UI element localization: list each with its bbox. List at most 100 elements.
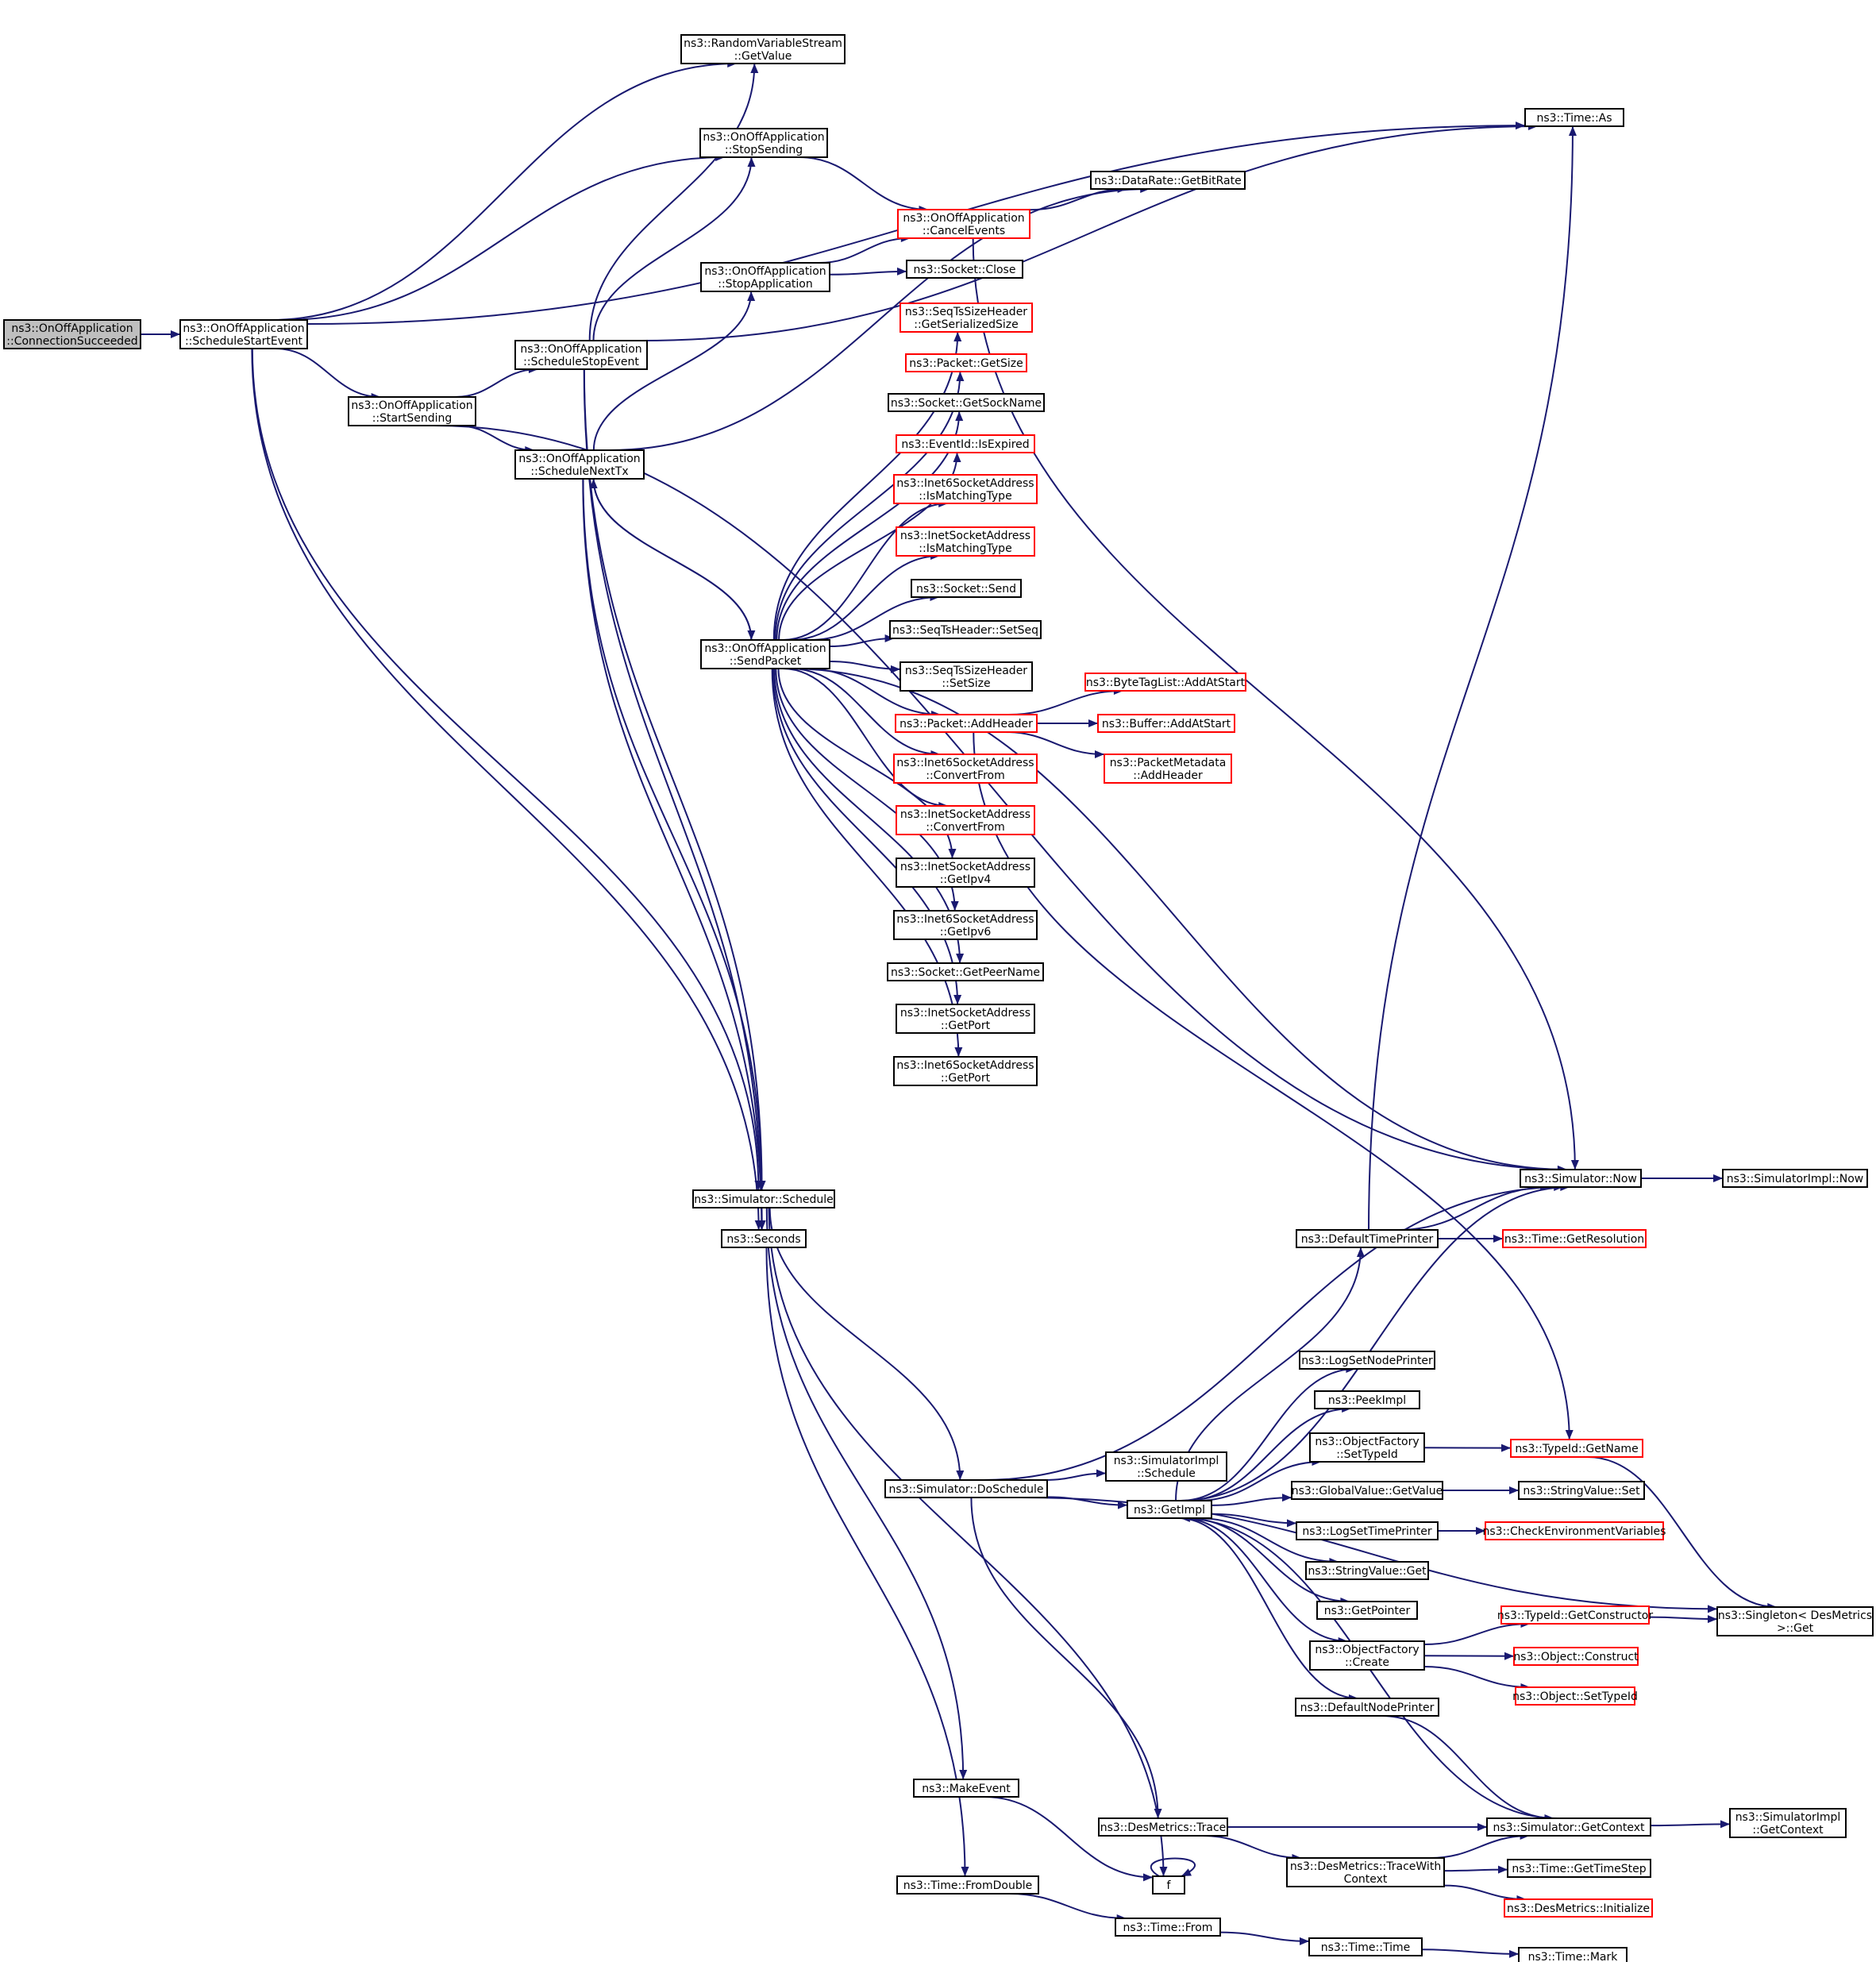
node-cev[interactable]: ns3::CheckEnvironmentVariables — [1483, 1521, 1666, 1540]
node-objsti[interactable]: ns3::Object::SetTypeId — [1512, 1686, 1638, 1706]
node-box — [1308, 1937, 1423, 1956]
node-label-line: ns3::Simulator::Now — [1524, 1173, 1637, 1185]
node-dnp[interactable]: ns3::DefaultNodePrinter — [1295, 1698, 1439, 1717]
node-gvget[interactable]: ns3::GlobalValue::GetValue — [1291, 1481, 1443, 1500]
node-ipv6[interactable]: ns3::Inet6SocketAddress::GetIpv6 — [893, 910, 1038, 940]
node-label-line: ::ScheduleStartEvent — [185, 335, 303, 348]
node-box — [896, 858, 1035, 888]
arrowhead-simsched-to-dosched — [956, 1471, 965, 1480]
node-label-line: ns3::StringValue::Get — [1308, 1565, 1427, 1578]
node-getbitrate[interactable]: ns3::DataRate::GetBitRate — [1090, 171, 1246, 190]
edge-sstop-to-simsched — [583, 368, 763, 1191]
node-ofsti[interactable]: ns3::ObjectFactory::SetTypeId — [1309, 1432, 1425, 1463]
node-simimplnow[interactable]: ns3::SimulatorImpl::Now — [1722, 1169, 1868, 1188]
edge-getimpl-to-lsnp — [1181, 1368, 1356, 1501]
node-sqss[interactable]: ns3::SeqTsSizeHeader::SetSize — [899, 661, 1033, 692]
node-box — [179, 319, 308, 349]
node-ipv4[interactable]: ns3::InetSocketAddress::GetIpv4 — [896, 858, 1035, 888]
node-simimplgetctx[interactable]: ns3::SimulatorImpl::GetContext — [1729, 1808, 1847, 1838]
node-ofcreate[interactable]: ns3::ObjectFactory::Create — [1309, 1640, 1425, 1671]
node-tigc[interactable]: ns3::TypeId::GetConstructor — [1497, 1605, 1653, 1625]
node-i6port[interactable]: ns3::Inet6SocketAddress::GetPort — [893, 1056, 1038, 1086]
arrowhead-timefrom-to-timetime — [1300, 1937, 1309, 1945]
node-box — [888, 393, 1045, 412]
edge-sendpkt-to-simnow — [788, 668, 1567, 1170]
node-iport[interactable]: ns3::InetSocketAddress::GetPort — [896, 1004, 1035, 1034]
node-sqgss[interactable]: ns3::SeqTsSizeHeader::GetSerializedSize — [899, 303, 1033, 333]
node-lstp[interactable]: ns3::LogSetTimePrinter — [1296, 1521, 1439, 1540]
node-tiname[interactable]: ns3::TypeId::GetName — [1510, 1439, 1643, 1458]
node-label-line: ns3::SimulatorImpl — [1114, 1455, 1219, 1467]
node-sockclose[interactable]: ns3::Socket::Close — [906, 260, 1023, 279]
node-i6match[interactable]: ns3::Inet6SocketAddress::IsMatchingType — [893, 474, 1038, 504]
node-label-line: ::ConvertFrom — [926, 821, 1004, 834]
node-rvs[interactable]: ns3::RandomVariableStream::GetValue — [680, 34, 846, 64]
edge-seconds-to-fromdouble — [765, 1247, 966, 1877]
arrowhead-sendpkt-to-sqgss — [953, 332, 962, 341]
node-evexp[interactable]: ns3::EventId::IsExpired — [896, 434, 1035, 453]
node-dosched[interactable]: ns3::Simulator::DoSchedule — [884, 1479, 1048, 1498]
node-label-line: ns3::GlobalValue::GetValue — [1292, 1485, 1443, 1498]
node-pmah[interactable]: ns3::PacketMetadata::AddHeader — [1104, 754, 1232, 784]
node-timeas[interactable]: ns3::Time::As — [1524, 108, 1624, 127]
node-timemark[interactable]: ns3::Time::Mark — [1518, 1947, 1628, 1962]
node-btl[interactable]: ns3::ByteTagList::AddAtStart — [1084, 673, 1246, 692]
node-fromdouble[interactable]: ns3::Time::FromDouble — [896, 1875, 1039, 1895]
node-addhdr[interactable]: ns3::Packet::AddHeader — [895, 714, 1038, 733]
node-objconstruct[interactable]: ns3::Object::Construct — [1513, 1647, 1639, 1666]
node-peekimpl[interactable]: ns3::PeekImpl — [1314, 1390, 1420, 1409]
arrowhead-stopapp-to-sockclose — [897, 267, 907, 276]
node-simnow[interactable]: ns3::Simulator::Now — [1520, 1169, 1642, 1188]
node-label-line: ns3::Inet6SocketAddress — [896, 477, 1034, 490]
node-svget[interactable]: ns3::StringValue::Get — [1305, 1561, 1429, 1580]
node-stopapp[interactable]: ns3::OnOffApplication::StopApplication — [700, 262, 830, 292]
node-label-line: ns3::LogSetTimePrinter — [1302, 1525, 1432, 1538]
arrowhead-dmtrace-to-simgetctx — [1477, 1823, 1487, 1831]
node-cancel[interactable]: ns3::OnOffApplication::CancelEvents — [897, 209, 1030, 239]
node-lsnp[interactable]: ns3::LogSetNodePrinter — [1299, 1351, 1435, 1370]
node-dtp[interactable]: ns3::DefaultTimePrinter — [1296, 1229, 1439, 1248]
node-label-line: ::GetPort — [941, 1072, 991, 1085]
node-simgetctx[interactable]: ns3::Simulator::GetContext — [1486, 1817, 1651, 1837]
node-box — [1486, 1817, 1651, 1837]
node-simsched[interactable]: ns3::Simulator::Schedule — [692, 1189, 835, 1208]
arrowhead-simsched-to-f — [1159, 1867, 1168, 1876]
node-simimplsched[interactable]: ns3::SimulatorImpl::Schedule — [1105, 1451, 1227, 1482]
node-socksend[interactable]: ns3::Socket::Send — [911, 579, 1022, 598]
node-stopsend[interactable]: ns3::OnOffApplication::StopSending — [699, 128, 828, 158]
node-conn[interactable]: ns3::OnOffApplication::ConnectionSucceed… — [3, 319, 141, 349]
node-timetime[interactable]: ns3::Time::Time — [1308, 1937, 1423, 1956]
arrowhead-sendpkt-to-iport — [953, 995, 962, 1004]
node-peer[interactable]: ns3::Socket::GetPeerName — [887, 962, 1044, 981]
node-dminit[interactable]: ns3::DesMetrics::Initialize — [1504, 1898, 1653, 1918]
node-singleton[interactable]: ns3::Singleton< DesMetrics >::Get — [1716, 1606, 1874, 1636]
node-sendpkt[interactable]: ns3::OnOffApplication::SendPacket — [700, 639, 830, 669]
arrowhead-f-to-f — [1181, 1868, 1192, 1876]
node-imatch[interactable]: ns3::InetSocketAddress::IsMatchingType — [896, 526, 1035, 557]
node-svset[interactable]: ns3::StringValue::Set — [1518, 1481, 1645, 1500]
node-seconds[interactable]: ns3::Seconds — [721, 1229, 807, 1248]
node-getimpl[interactable]: ns3::GetImpl — [1127, 1500, 1212, 1519]
node-startsend[interactable]: ns3::OnOffApplication::StartSending — [348, 396, 476, 426]
node-iconv[interactable]: ns3::InetSocketAddress::ConvertFrom — [896, 805, 1035, 835]
node-f[interactable]: f — [1152, 1875, 1185, 1895]
node-label-line: ::GetContext — [1752, 1824, 1824, 1837]
node-getres[interactable]: ns3::Time::GetResolution — [1502, 1229, 1647, 1248]
node-makeevent[interactable]: ns3::MakeEvent — [913, 1779, 1019, 1798]
node-gettimestep[interactable]: ns3::Time::GetTimeStep — [1507, 1859, 1651, 1878]
node-i6conv[interactable]: ns3::Inet6SocketAddress::ConvertFrom — [893, 754, 1038, 784]
node-getptr[interactable]: ns3::GetPointer — [1316, 1601, 1418, 1620]
node-pktsize[interactable]: ns3::Packet::GetSize — [905, 353, 1027, 372]
edge-stopapp-to-cancel — [819, 237, 911, 264]
node-setseq[interactable]: ns3::SeqTsHeader::SetSeq — [889, 620, 1042, 639]
node-label-line: ns3::Time::GetTimeStep — [1512, 1863, 1646, 1875]
node-timefrom[interactable]: ns3::Time::From — [1115, 1918, 1221, 1937]
node-bufaas[interactable]: ns3::Buffer::AddAtStart — [1097, 714, 1235, 733]
node-sstop[interactable]: ns3::OnOffApplication::ScheduleStopEvent — [514, 340, 648, 370]
node-dmtrace[interactable]: ns3::DesMetrics::Trace — [1098, 1817, 1228, 1837]
node-snext[interactable]: ns3::OnOffApplication::ScheduleNextTx — [514, 449, 645, 480]
node-socksn[interactable]: ns3::Socket::GetSockName — [888, 393, 1045, 412]
node-label-line: ns3::OnOffApplication — [518, 453, 640, 465]
node-sse[interactable]: ns3::OnOffApplication::ScheduleStartEven… — [179, 319, 308, 349]
